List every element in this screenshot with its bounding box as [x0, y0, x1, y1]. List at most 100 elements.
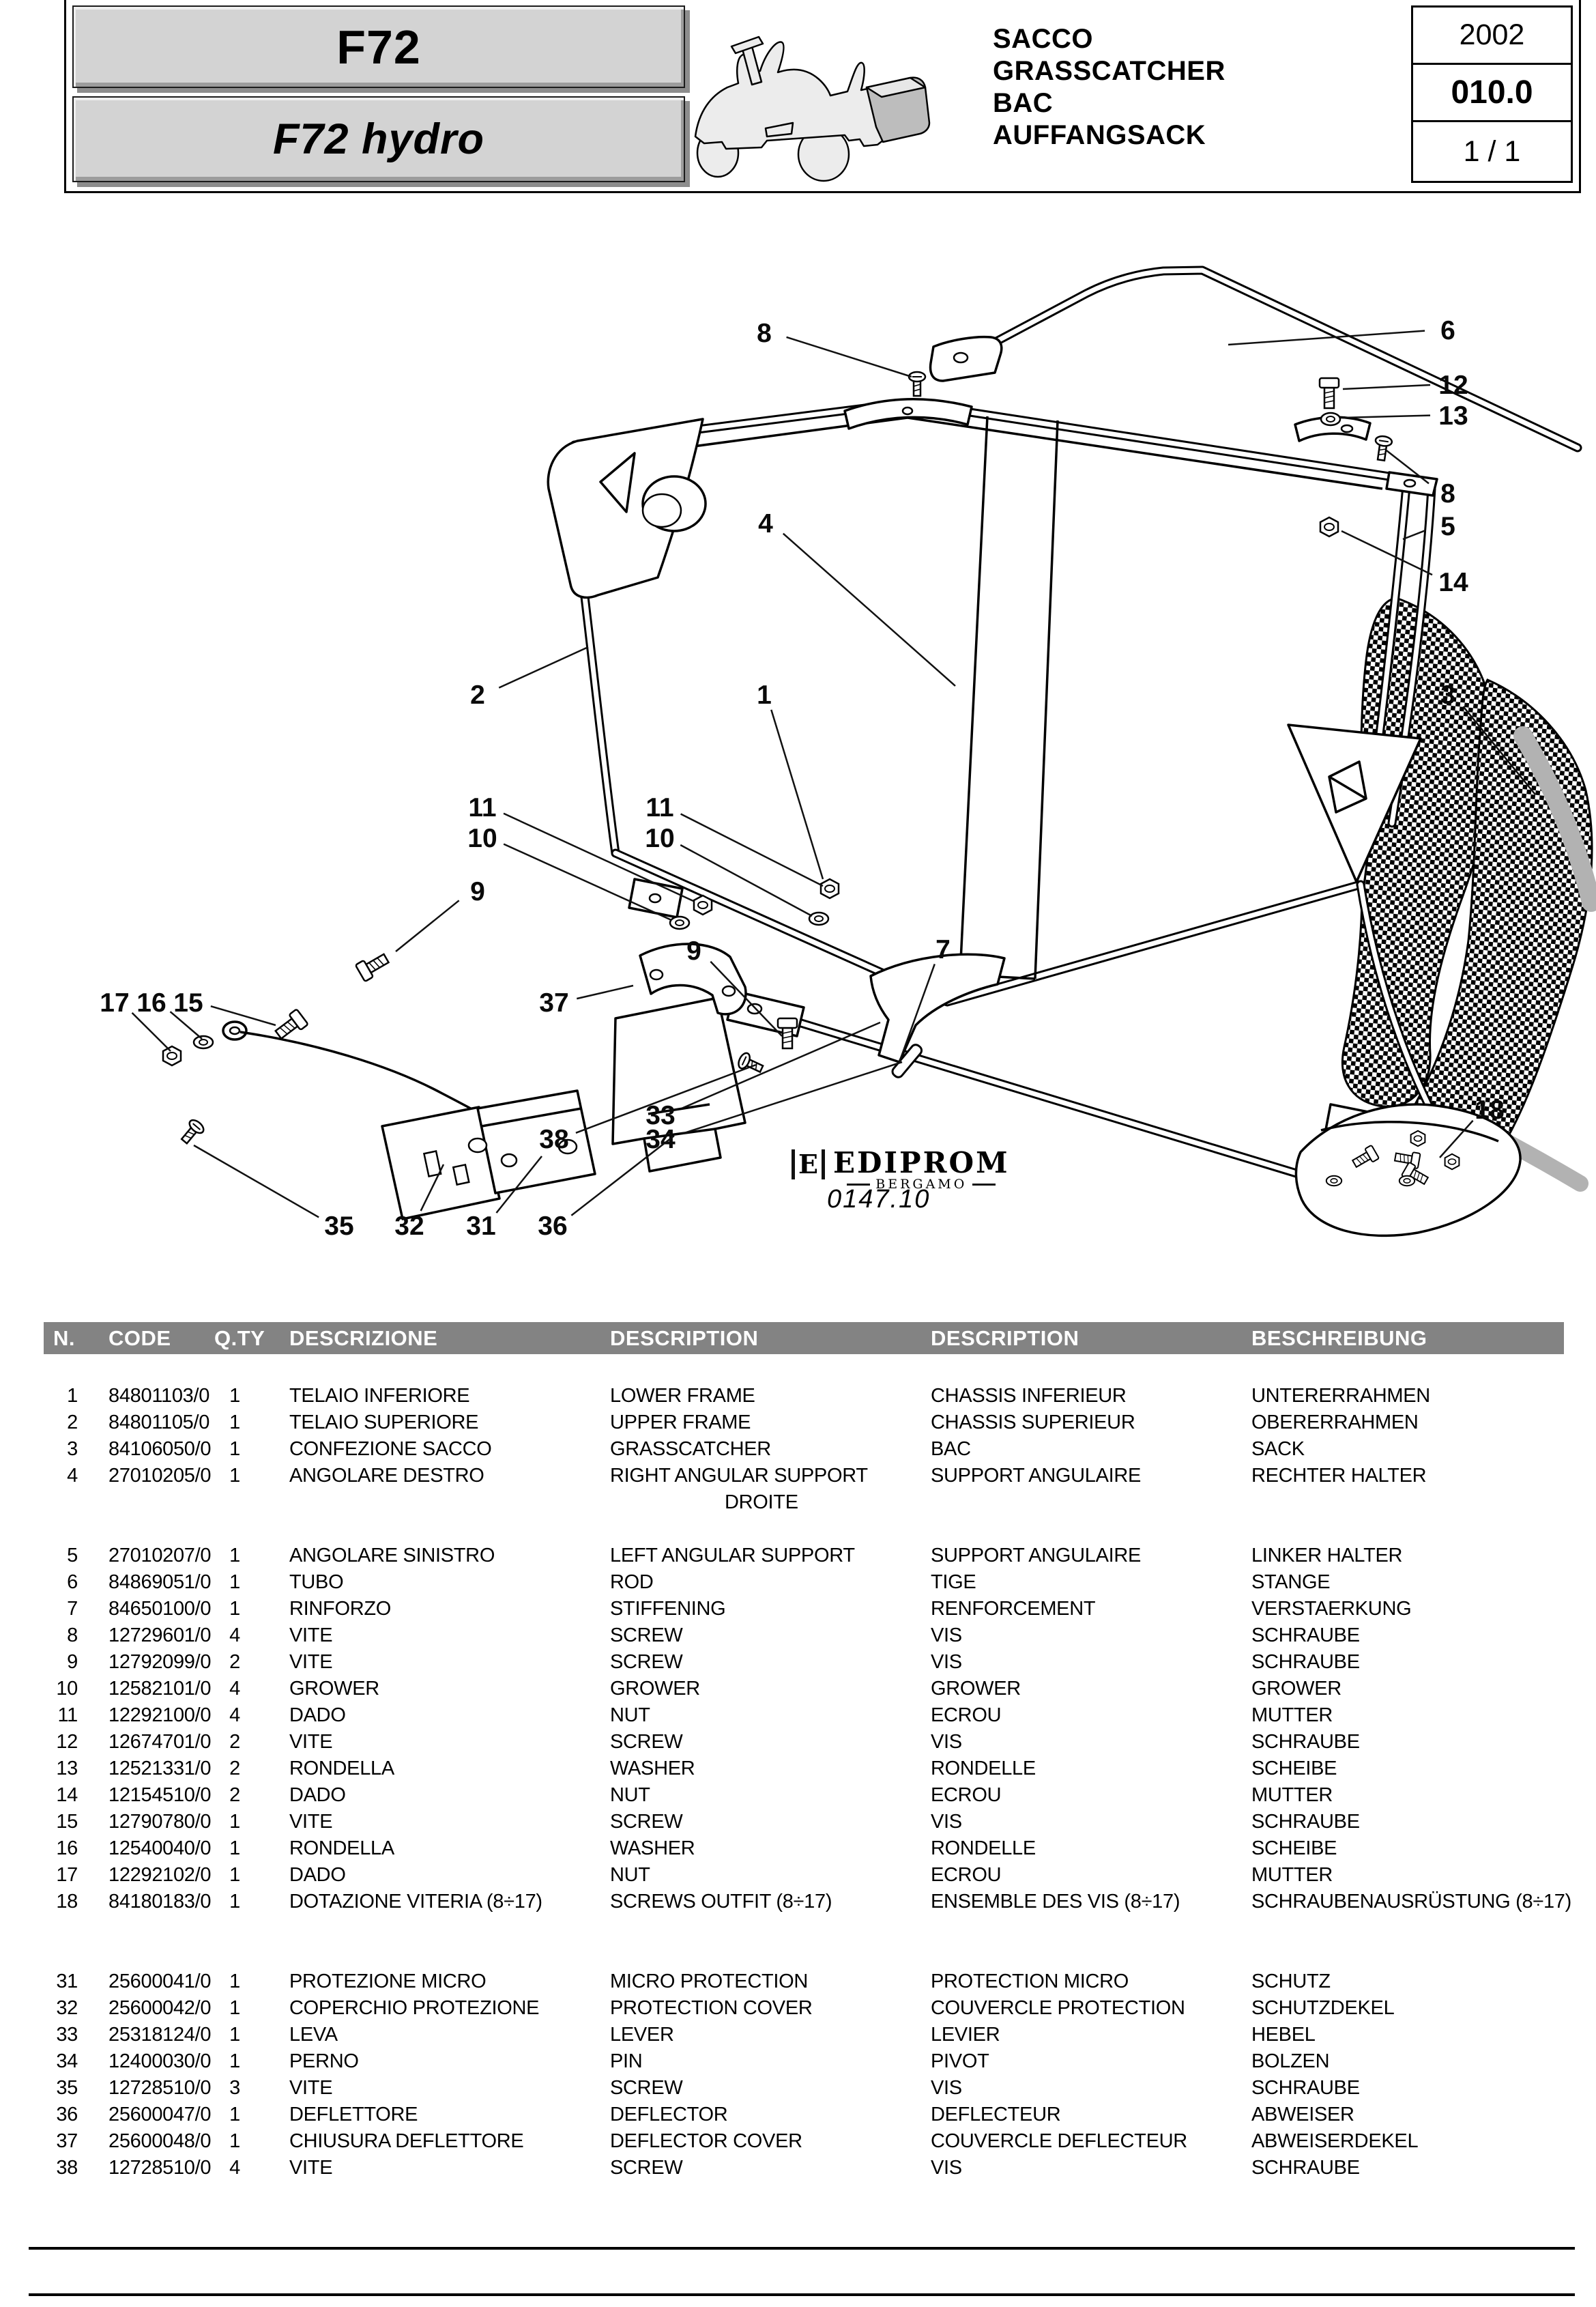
cell-qty: 1: [229, 1598, 240, 1620]
part-callout: 10: [645, 824, 674, 853]
cell-number: 17: [56, 1864, 78, 1886]
cell-beschreibung: OBERERRAHMEN: [1251, 1412, 1419, 1433]
cell-description-fr: ECROU: [931, 1704, 1002, 1726]
cell-code: 12582101/0: [108, 1678, 212, 1700]
cell-description-fr: ENSEMBLE DES VIS (8÷17): [931, 1891, 1180, 1912]
cell-number: 16: [56, 1837, 78, 1859]
page-indicator: 1 / 1: [1463, 134, 1521, 168]
part-callout: 32: [394, 1212, 424, 1241]
col-header-beschreibung: BESCHREIBUNG: [1251, 1326, 1427, 1350]
callout-leader: [682, 1061, 903, 1134]
part-callout: 12: [1438, 371, 1468, 400]
cell-description-fr: SUPPORT ANGULAIRE: [931, 1545, 1142, 1566]
cell-qty: 1: [229, 2130, 240, 2152]
cell-description-fr: COUVERCLE PROTECTION: [931, 1997, 1185, 2019]
cell-beschreibung: SCHUTZDEKEL: [1251, 1997, 1395, 2019]
cell-code: 12154510/0: [108, 1784, 212, 1806]
cell-description-en: LEVER: [610, 2024, 674, 2046]
cell-number: 6: [67, 1571, 78, 1593]
cell-beschreibung: ABWEISER: [1251, 2104, 1354, 2125]
callout-leader: [131, 1012, 171, 1052]
cell-descrizione: DOTAZIONE VITERIA (8÷17): [289, 1891, 542, 1912]
cell-descrizione: DADO: [289, 1864, 346, 1886]
cell-descrizione: PROTEZIONE MICRO: [289, 1971, 487, 1992]
cell-description-fr: CHASSIS SUPERIEUR: [931, 1412, 1135, 1433]
cell-description-en-cont: DROITE: [725, 1491, 798, 1513]
callout-leader: [782, 532, 956, 687]
cell-qty: 1: [229, 2024, 240, 2046]
cell-description-en: GRASSCATCHER: [610, 1438, 771, 1460]
cell-number: 13: [56, 1758, 78, 1779]
cell-beschreibung: VERSTAERKUNG: [1251, 1598, 1412, 1620]
part-callout: 38: [539, 1125, 568, 1154]
part-callout: 6: [1440, 316, 1455, 345]
cell-description-fr: VIS: [931, 1624, 962, 1646]
cell-code: 84801103/0: [108, 1385, 210, 1407]
model-name-secondary: F72 hydro: [272, 115, 485, 163]
header-right-border: [1579, 0, 1581, 192]
part-callout: 11: [468, 793, 496, 822]
callout-leader: [1341, 530, 1433, 576]
cell-descrizione: DEFLETTORE: [289, 2104, 418, 2125]
cell-description-en: SCREW: [610, 1624, 683, 1646]
part-callout: 8: [757, 319, 772, 348]
cell-description-en: NUT: [610, 1784, 650, 1806]
cell-qty: 1: [229, 1571, 240, 1593]
cell-description-fr: VIS: [931, 2157, 962, 2179]
cell-description-fr: VIS: [931, 2077, 962, 2099]
part-callout: 2: [470, 680, 485, 710]
cell-number: 35: [56, 2077, 78, 2099]
cell-qty: 1: [229, 2050, 240, 2072]
cell-description-en: PROTECTION COVER: [610, 1997, 813, 2019]
table-row-continuation: DROITE: [44, 1489, 1579, 1516]
cell-descrizione: VITE: [289, 1624, 333, 1646]
cell-description-en: LEFT ANGULAR SUPPORT: [610, 1545, 855, 1566]
exploded-view-diagram: 8612138514421311101110997171615373338341…: [100, 266, 1596, 1241]
cell-descrizione: CONFEZIONE SACCO: [289, 1438, 492, 1460]
publisher-city: BERGAMO: [847, 1177, 996, 1192]
cell-number: 14: [56, 1784, 78, 1806]
cell-description-en: STIFFENING: [610, 1598, 726, 1620]
cell-description-en: SCREW: [610, 1731, 683, 1753]
cell-beschreibung: UNTERERRAHMEN: [1251, 1385, 1430, 1407]
publisher-logo: E EDIPROM BERGAMO: [792, 1149, 1010, 1192]
callout-leader: [1342, 384, 1431, 390]
part-callout: 16: [136, 988, 166, 1018]
header-bottom-rule: [64, 191, 1581, 193]
tractor-icon: [694, 35, 931, 182]
sack-strap: [1513, 726, 1596, 912]
header-left-border: [64, 0, 66, 192]
cell-descrizione: VITE: [289, 1651, 333, 1673]
cell-number: 15: [56, 1811, 78, 1833]
cell-code: 84650100/0: [108, 1598, 212, 1620]
callout-leader: [570, 1135, 675, 1216]
cell-beschreibung: SCHRAUBE: [1251, 2077, 1360, 2099]
part-callout: 13: [1438, 401, 1468, 431]
cell-number: 32: [56, 1997, 78, 2019]
cell-qty: 1: [229, 1412, 240, 1433]
cell-description-fr: LEVIER: [931, 2024, 1000, 2046]
cell-qty: 1: [229, 1465, 240, 1487]
cell-qty: 1: [229, 1891, 240, 1912]
cell-description-en: PIN: [610, 2050, 643, 2072]
cell-description-fr: ECROU: [931, 1784, 1002, 1806]
cell-code: 84869051/0: [108, 1571, 212, 1593]
col-header-description-fr: DESCRIPTION: [931, 1326, 1079, 1350]
part-callout: 4: [758, 509, 773, 539]
part-callout: 18: [1475, 1095, 1504, 1125]
callout-leader: [1462, 706, 1536, 795]
part-callout: 34: [645, 1125, 676, 1154]
publisher-name: EDIPROM: [832, 1146, 1010, 1179]
col-header-code: CODE: [108, 1326, 171, 1350]
cell-code: 12790780/0: [108, 1811, 212, 1833]
